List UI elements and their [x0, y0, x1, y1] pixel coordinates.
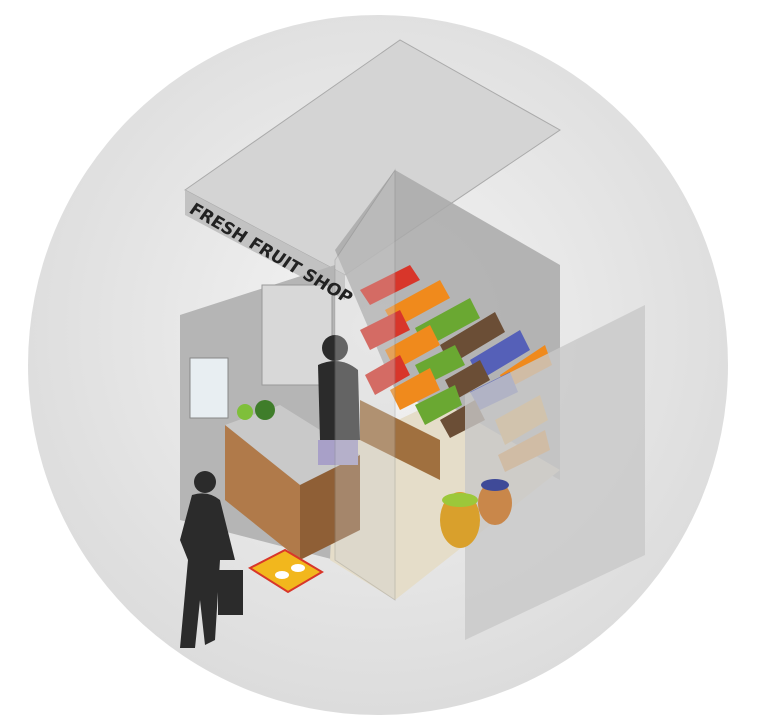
fruit-crate — [470, 330, 530, 380]
fruit-crate — [415, 385, 462, 425]
footprint-icon — [275, 571, 289, 579]
fruit-crate — [365, 355, 410, 395]
watermelon — [255, 400, 275, 420]
floor-mat — [247, 548, 324, 594]
counter-front — [225, 425, 300, 560]
apples — [442, 493, 478, 507]
basket-berries — [478, 481, 512, 525]
wall-panel — [189, 357, 229, 419]
roof-canopy — [185, 190, 345, 300]
scale — [318, 440, 358, 465]
glass-front — [334, 168, 396, 601]
footprint-icon — [291, 564, 305, 572]
shelf-base — [360, 400, 440, 480]
berries — [481, 479, 509, 491]
melon — [237, 404, 253, 420]
glass-right-panel — [465, 305, 645, 640]
fruit-crate — [390, 368, 440, 410]
fruit-crate — [360, 310, 410, 350]
shopkeeper-silhouette — [318, 335, 360, 440]
counter-side — [300, 455, 360, 560]
shopping-bag — [218, 570, 243, 615]
basket-apples — [440, 492, 480, 548]
customer-silhouette — [180, 471, 243, 648]
fruit-crate — [360, 265, 420, 305]
